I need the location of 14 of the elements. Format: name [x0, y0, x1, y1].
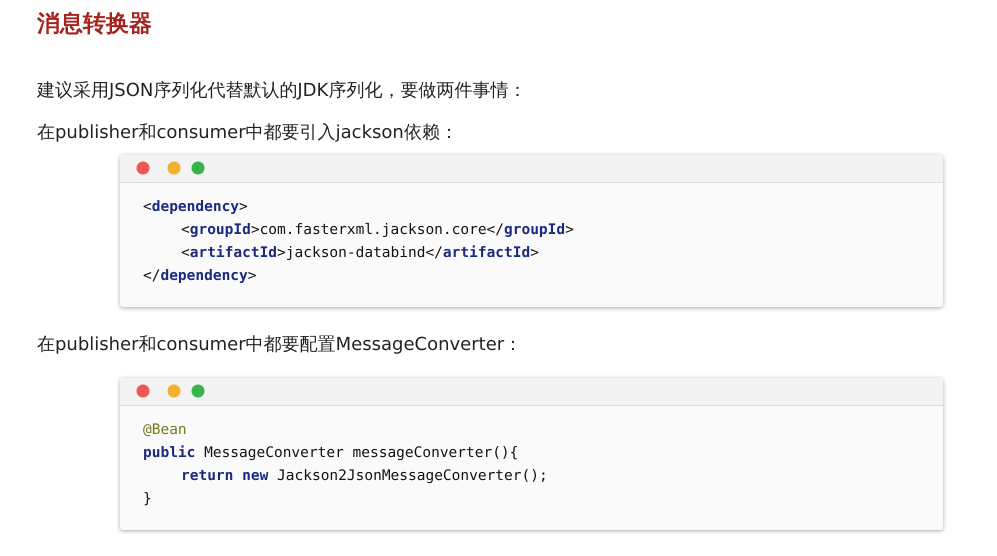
code-line: return new Jackson2JsonMessageConverter();: [181, 467, 548, 486]
title: 消息转换器: [37, 10, 152, 39]
instruction-text: 建议采用JSON序列化代替默认的JDK序列化，要做两件事情：: [37, 79, 526, 102]
code-card: [120, 378, 943, 530]
code-line: <groupId>com.fasterxml.jackson.core</groupId>: [181, 221, 574, 240]
code-line: @Bean: [143, 421, 187, 440]
code-line: <dependency>: [143, 198, 248, 217]
instruction-text: 在publisher和consumer中都要配置MessageConverter：: [37, 333, 522, 356]
instruction-text: 在publisher和consumer中都要引入jackson依赖：: [37, 121, 458, 144]
code-card: [120, 155, 943, 307]
code-line: </dependency>: [143, 267, 257, 286]
code-line: }: [143, 490, 152, 509]
code-line: <artifactId>jackson-databind</artifactId>: [181, 244, 539, 263]
code-line: public MessageConverter messageConverter(){: [143, 444, 518, 463]
